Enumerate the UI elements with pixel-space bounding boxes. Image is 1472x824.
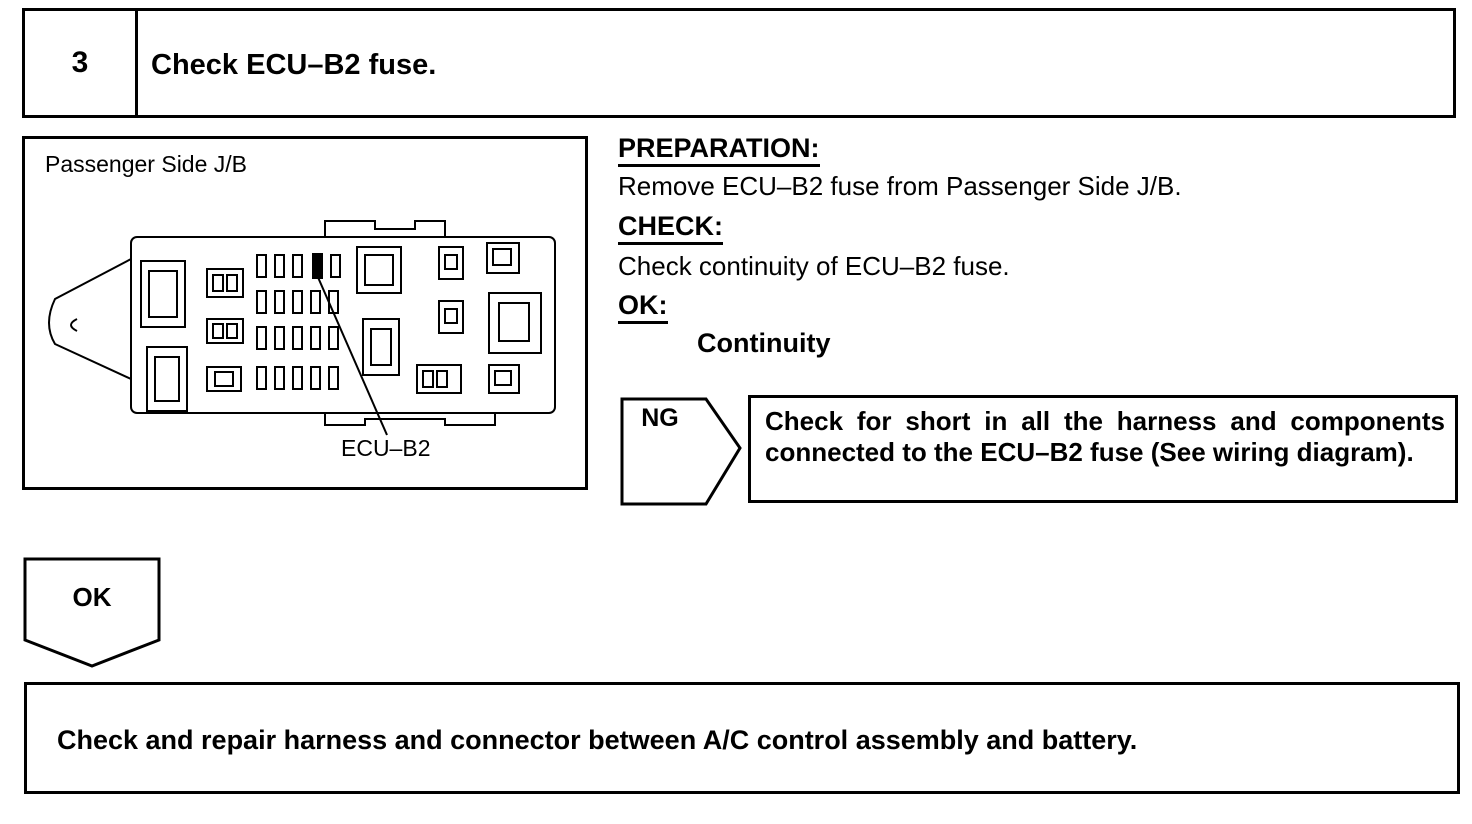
ng-arrow-shape: [620, 397, 742, 506]
ecu-b2-fuse-highlight: [312, 253, 323, 279]
ng-label: NG: [641, 404, 679, 432]
step-number: 3: [25, 11, 138, 115]
diagram-caption: Passenger Side J/B: [45, 151, 248, 177]
ng-action-text: Check for short in all the harness and c…: [765, 406, 1445, 467]
ok-flow-label: OK: [72, 582, 112, 612]
ng-action-box: Check for short in all the harness and c…: [748, 395, 1458, 503]
preparation-text: Remove ECU–B2 fuse from Passenger Side J…: [618, 171, 1182, 201]
junction-block-drawing: [48, 220, 556, 436]
ok-arrow-shape: [23, 557, 161, 668]
ok-heading: OK:: [618, 290, 668, 324]
step-title: Check ECU–B2 fuse.: [151, 49, 437, 81]
check-heading: CHECK:: [618, 211, 723, 245]
final-action-text: Check and repair harness and connector b…: [57, 725, 1138, 755]
preparation-heading: PREPARATION:: [618, 133, 820, 167]
check-text: Check continuity of ECU–B2 fuse.: [618, 251, 1010, 281]
final-action-box: Check and repair harness and connector b…: [24, 682, 1460, 794]
ok-result: Continuity: [697, 328, 831, 358]
ecu-b2-callout-label: ECU–B2: [341, 435, 431, 461]
junction-block-diagram: Passenger Side J/B ECU–B2: [22, 136, 588, 490]
step-header: 3 Check ECU–B2 fuse.: [22, 8, 1456, 118]
